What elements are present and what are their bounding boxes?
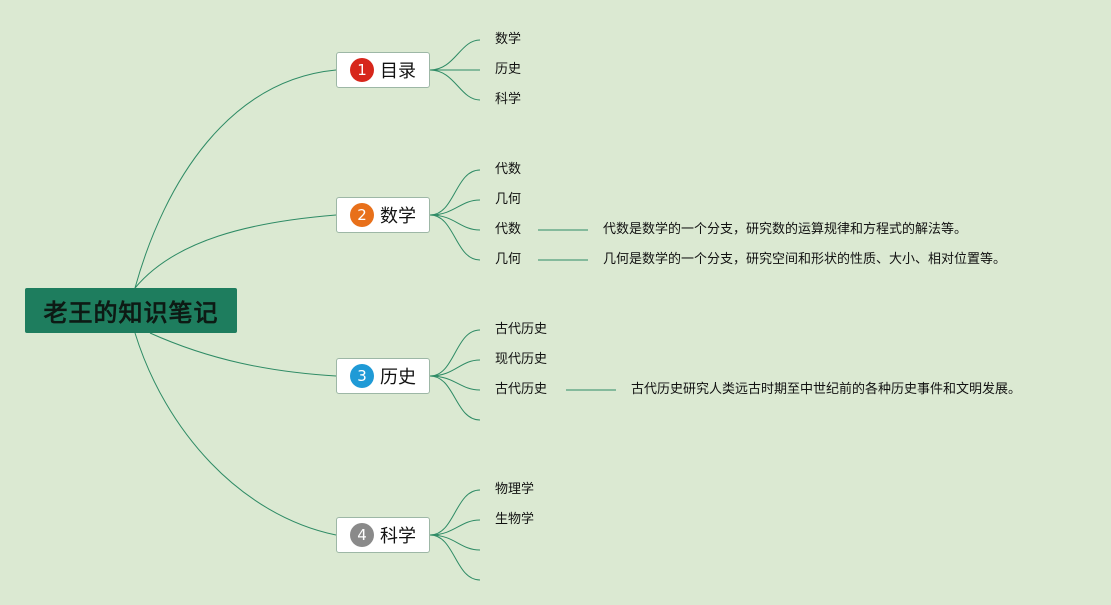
number-3-badge-icon: 3	[350, 364, 374, 388]
subtopic-node[interactable]: 代数	[495, 162, 522, 177]
connector-t2-leaf-1	[429, 169, 481, 216]
connector-t2-leaf-2	[429, 199, 481, 216]
subtopic-node[interactable]: 物理学	[495, 482, 535, 497]
topic-node-3[interactable]: 3 历史	[336, 358, 430, 394]
root-label: 老王的知识笔记	[43, 299, 219, 327]
connector-t4-leaf-2	[429, 519, 481, 536]
connector-t3-leaf-1	[429, 329, 481, 377]
subtopic-node[interactable]: 古代历史	[495, 382, 548, 397]
subtopic-node[interactable]: 几何	[495, 192, 522, 207]
number-1-badge-icon: 1	[350, 58, 374, 82]
note-text[interactable]: 代数是数学的一个分支，研究数的运算规律和方程式的解法等。	[603, 222, 968, 237]
subtopic-node[interactable]: 科学	[495, 92, 522, 107]
subtopic-node[interactable]: 历史	[495, 62, 522, 77]
number-2-badge-icon: 2	[350, 203, 374, 227]
connector-root-topic-1	[134, 69, 337, 289]
subtopic-node[interactable]: 几何	[495, 252, 522, 267]
connector-root-topic-2	[134, 214, 337, 289]
topic-label: 目录	[380, 61, 416, 82]
connector-t2-leaf-4	[429, 214, 481, 261]
connector-t4-leaf-3	[429, 534, 481, 551]
subtopic-node[interactable]: 现代历史	[495, 352, 548, 367]
subtopic-node[interactable]: 生物学	[495, 512, 535, 527]
connector-t4-leaf-4	[429, 534, 481, 581]
connector-t1-leaf-3	[429, 69, 481, 101]
note-text[interactable]: 古代历史研究人类远古时期至中世纪前的各种历史事件和文明发展。	[631, 382, 1022, 397]
topic-node-1[interactable]: 1 目录	[336, 52, 430, 88]
topic-label: 数学	[380, 206, 416, 227]
topic-label: 历史	[380, 367, 416, 388]
connector-t2-leaf-3	[429, 214, 481, 231]
connector-t1-leaf-1	[429, 39, 481, 71]
connector-t3-leaf-3	[429, 375, 481, 391]
number-4-badge-icon: 4	[350, 523, 374, 547]
connector-t3-leaf-2	[429, 359, 481, 377]
subtopic-node[interactable]: 代数	[495, 222, 522, 237]
topic-label: 科学	[380, 526, 416, 547]
connector-root-topic-3	[149, 332, 337, 377]
connector-t4-leaf-1	[429, 489, 481, 536]
topic-node-2[interactable]: 2 数学	[336, 197, 430, 233]
note-text[interactable]: 几何是数学的一个分支，研究空间和形状的性质、大小、相对位置等。	[603, 252, 1007, 267]
topic-node-4[interactable]: 4 科学	[336, 517, 430, 553]
connector-t3-leaf-4	[429, 375, 481, 421]
root-node[interactable]: 老王的知识笔记	[25, 288, 237, 333]
connector-root-topic-4	[134, 332, 337, 536]
subtopic-node[interactable]: 古代历史	[495, 322, 548, 337]
subtopic-node[interactable]: 数学	[495, 32, 522, 47]
